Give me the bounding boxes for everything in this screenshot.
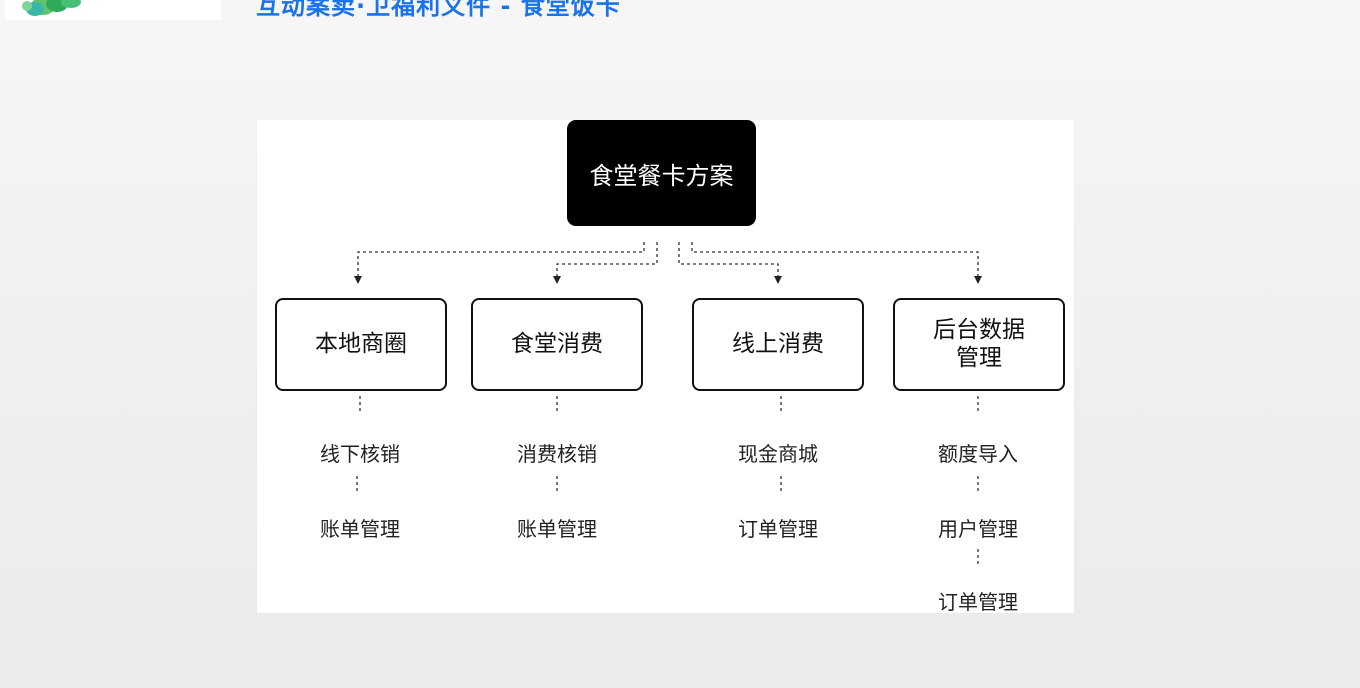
- sub-item: 账单管理: [517, 517, 597, 541]
- sub-item: 账单管理: [320, 517, 400, 541]
- branch-node-label: 本地商圈: [315, 330, 407, 357]
- sub-item: 额度导入: [938, 442, 1018, 466]
- branch-node-local-business: 本地商圈: [275, 298, 447, 391]
- branch-node-backend-data: 后台数据 管理: [893, 298, 1065, 391]
- sub-item: 订单管理: [738, 517, 818, 541]
- sub-item: 订单管理: [938, 590, 1018, 614]
- branch-node-online-consumption: 线上消费: [692, 298, 864, 391]
- root-node-label: 食堂餐卡方案: [589, 161, 734, 190]
- sub-item: 现金商城: [738, 442, 818, 466]
- branch-node-canteen-consumption: 食堂消费: [471, 298, 643, 391]
- logo: [5, 0, 221, 20]
- sub-item: 用户管理: [938, 517, 1018, 541]
- branch-node-label: 线上消费: [732, 330, 824, 357]
- root-node: 食堂餐卡方案: [567, 120, 756, 226]
- branch-node-label: 后台数据 管理: [933, 316, 1025, 371]
- sub-item: 消费核销: [517, 442, 597, 466]
- branch-node-label: 食堂消费: [511, 330, 603, 357]
- slide-title: 互动案卖·卫福利义件 - 食堂饭卡: [256, 0, 621, 20]
- sub-item: 线下核销: [320, 442, 400, 466]
- logo-icon: [22, 0, 81, 16]
